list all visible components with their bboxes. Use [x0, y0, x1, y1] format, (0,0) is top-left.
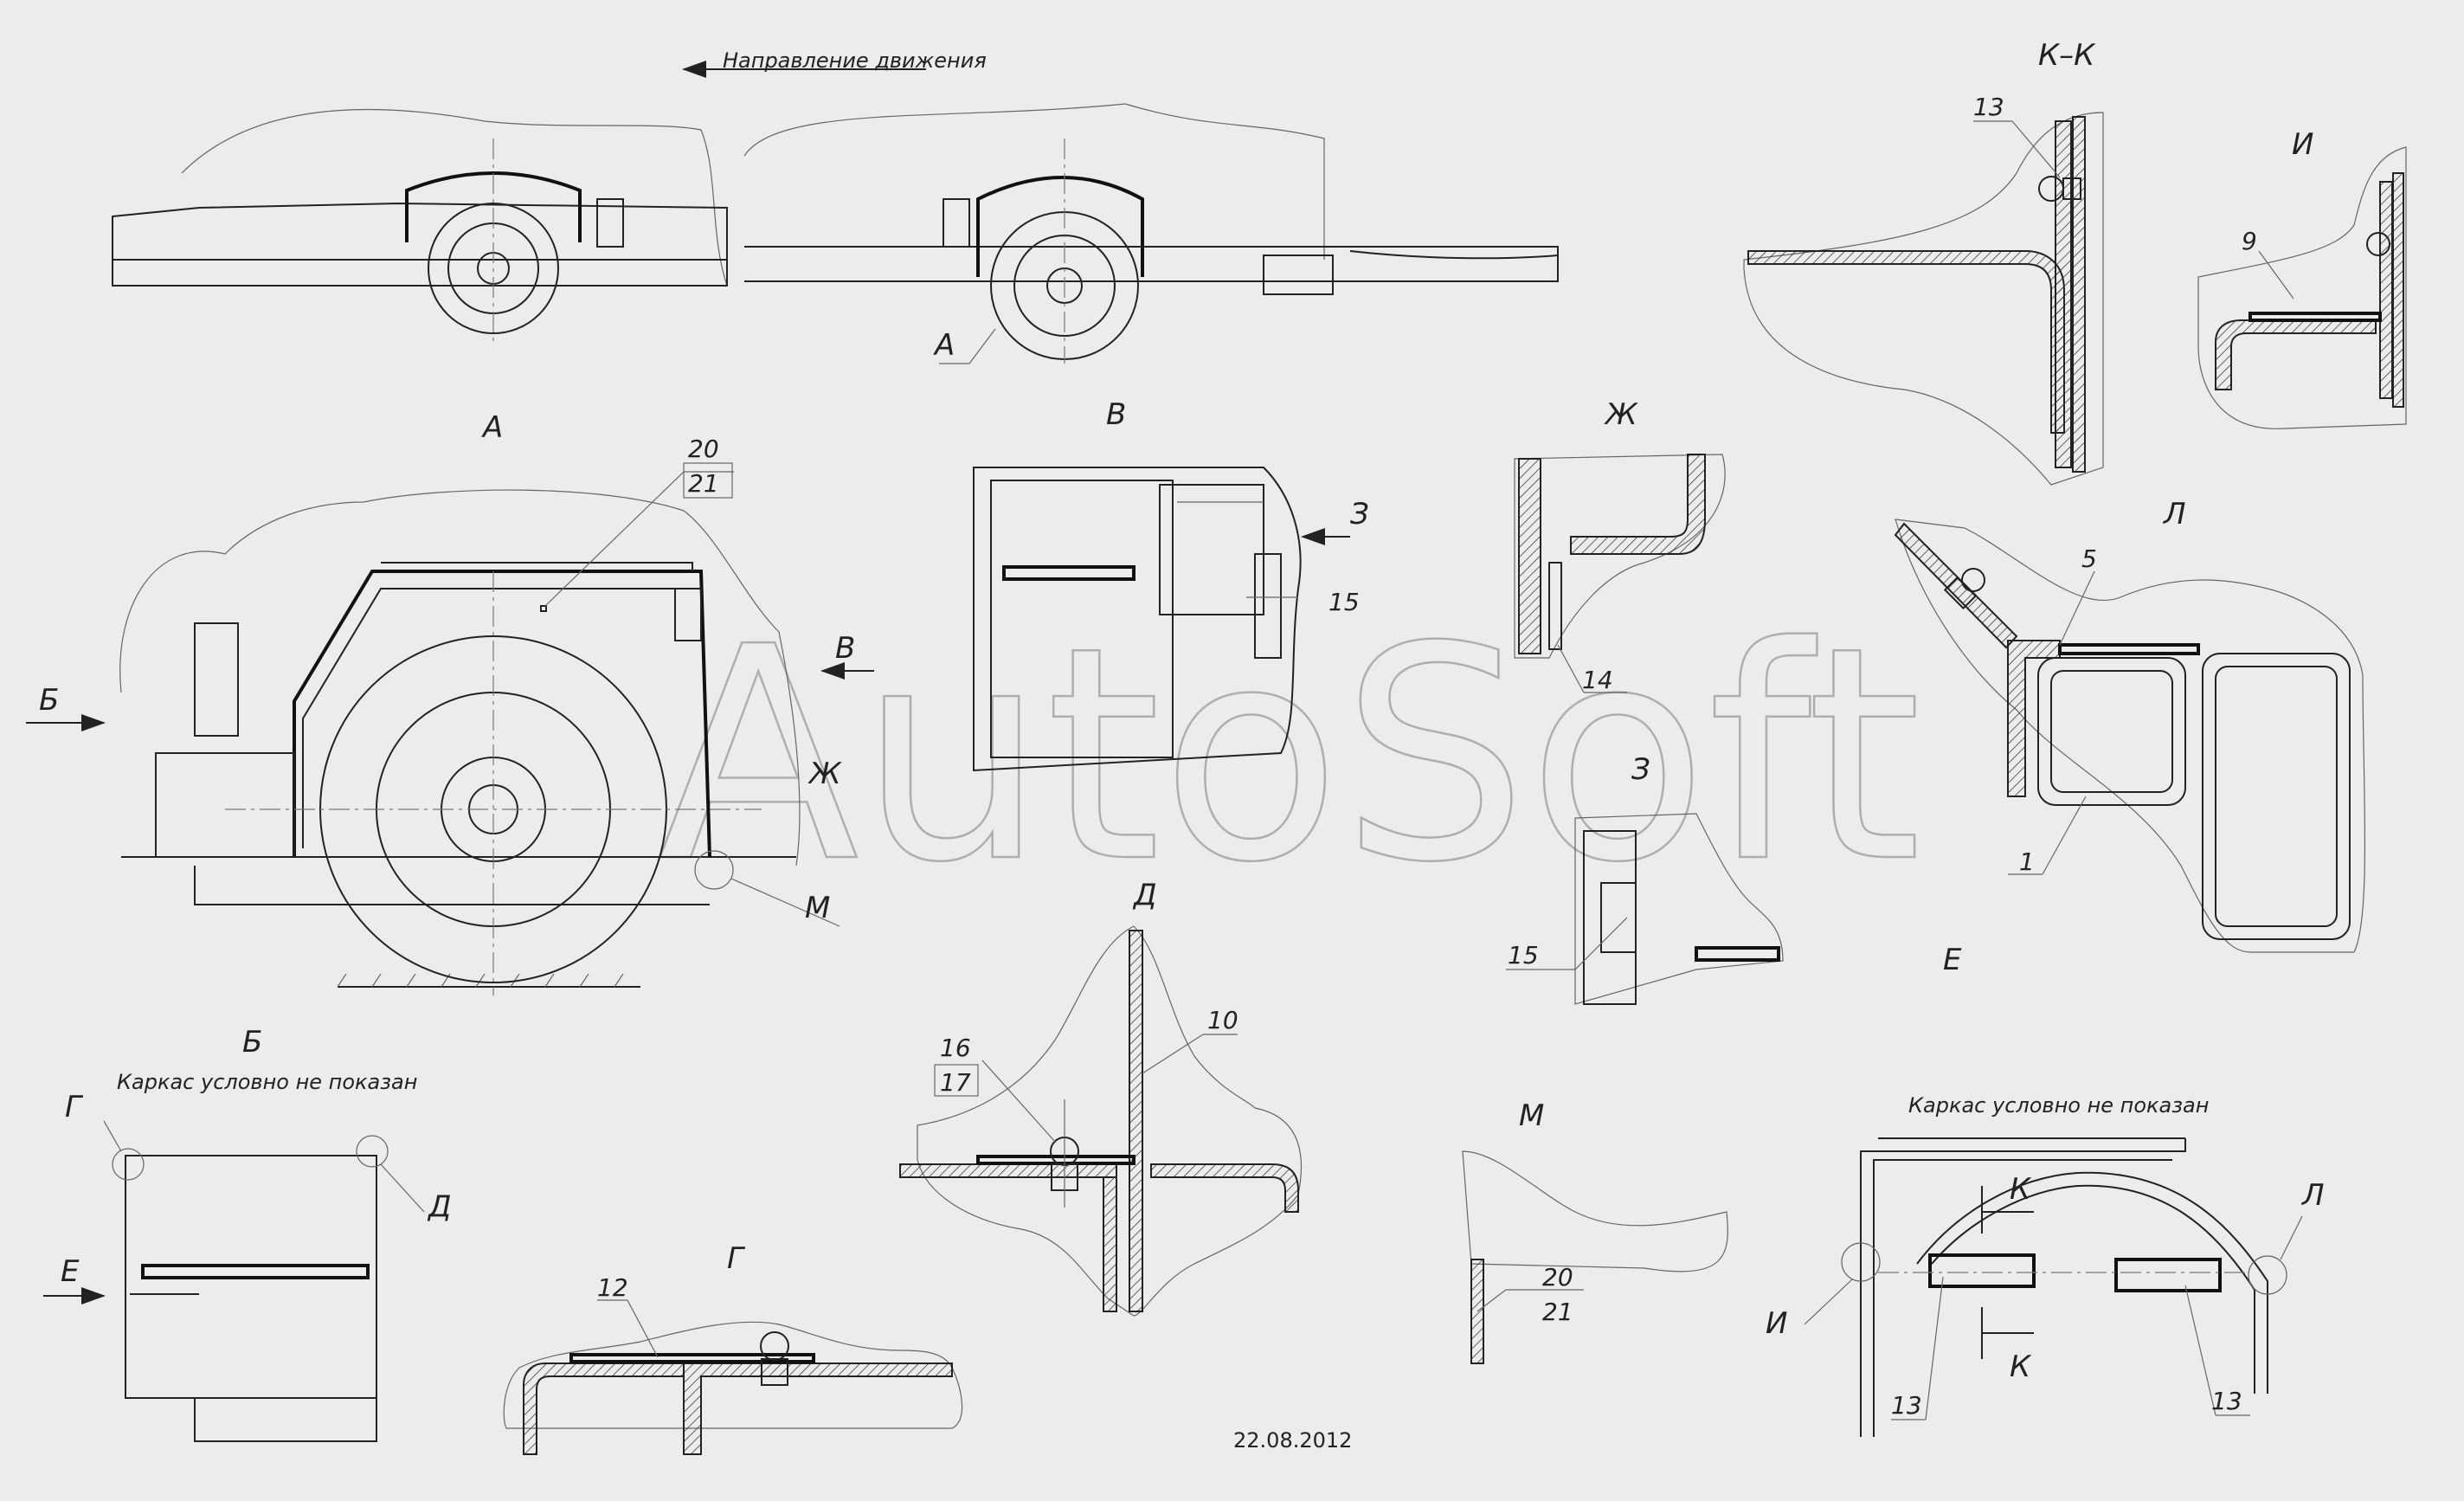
- view-ZH: Ж 14: [1514, 397, 1726, 694]
- view-L-marker: Л: [2300, 1178, 2325, 1213]
- section-K-top: К: [2010, 1172, 2032, 1207]
- part-10: 10: [1207, 1006, 1238, 1034]
- watermark-text: AutoSoft: [658, 584, 1921, 927]
- view-V-title: В: [1106, 397, 1126, 432]
- drawing-date: 22.08.2012: [1233, 1428, 1352, 1453]
- view-Z: З 15: [1506, 752, 1784, 1005]
- view-L: Л 5 1 Е: [1894, 497, 2366, 977]
- view-A-title: А: [481, 410, 503, 445]
- part-13-a: 13: [1891, 1391, 1922, 1420]
- part-20-view-M: 20: [1542, 1263, 1573, 1292]
- view-B-title: Б: [242, 1025, 262, 1060]
- part-21-view-A: 21: [688, 469, 719, 498]
- view-callout-A: А: [933, 328, 955, 363]
- vehicle-side-view: Направление движения А: [112, 48, 1559, 364]
- view-ZH-marker: Ж: [807, 757, 842, 791]
- frame-hidden-note-right: Каркас условно не показан: [1908, 1093, 2209, 1118]
- part-17: 17: [940, 1068, 971, 1097]
- view-I-title: И: [2292, 127, 2313, 162]
- part-13-view-KK: 13: [1973, 93, 2004, 121]
- part-1: 1: [2019, 847, 2035, 876]
- view-L-title: Л: [2162, 497, 2186, 531]
- frame-hidden-note-left: Каркас условно не показан: [117, 1070, 417, 1094]
- part-15-view-V: 15: [1329, 588, 1360, 616]
- view-D: Д 10 16 17: [899, 878, 1303, 1317]
- direction-label: Направление движения: [723, 48, 987, 73]
- part-16: 16: [940, 1034, 971, 1062]
- part-13-b: 13: [2211, 1387, 2242, 1415]
- view-M: М 20 21: [1462, 1098, 1728, 1364]
- view-D-marker: Д: [427, 1189, 452, 1224]
- view-D-title: Д: [1132, 878, 1157, 912]
- view-B: Б Каркас условно не показан Д Г Е: [43, 1025, 452, 1442]
- view-K-K: К–К 13: [1743, 38, 2104, 486]
- view-I-marker: И: [1766, 1306, 1787, 1341]
- view-E-title: Е: [1943, 943, 1962, 977]
- view-V-marker: В: [835, 631, 855, 666]
- part-20-view-A: 20: [688, 435, 719, 463]
- view-V: В З 15: [973, 397, 1369, 772]
- view-G-title: Г: [727, 1241, 746, 1276]
- part-14: 14: [1582, 666, 1613, 694]
- view-M-marker: М: [805, 891, 830, 925]
- view-ZH-title: Ж: [1604, 397, 1638, 432]
- view-Z-title: З: [1631, 752, 1650, 787]
- view-G: Г 12: [503, 1241, 963, 1455]
- part-12: 12: [597, 1273, 628, 1302]
- view-I: И 9: [2197, 127, 2407, 429]
- view-G-marker: Г: [65, 1090, 84, 1124]
- view-KK-title: К–К: [2038, 38, 2096, 73]
- part-9: 9: [2242, 227, 2257, 255]
- view-B-marker: Б: [39, 683, 59, 718]
- part-21-view-M: 21: [1542, 1298, 1573, 1326]
- view-A: А 20 21 М Б В Ж: [26, 410, 874, 995]
- part-5: 5: [2081, 544, 2097, 573]
- part-15-view-Z: 15: [1508, 941, 1539, 970]
- section-K-bottom: К: [2010, 1350, 2032, 1384]
- view-Z-marker: З: [1350, 497, 1369, 531]
- view-M-title: М: [1519, 1098, 1544, 1133]
- view-E-marker: Е: [61, 1254, 80, 1289]
- view-E-frame: Каркас условно не показан К К И Л 13 13: [1766, 1093, 2325, 1437]
